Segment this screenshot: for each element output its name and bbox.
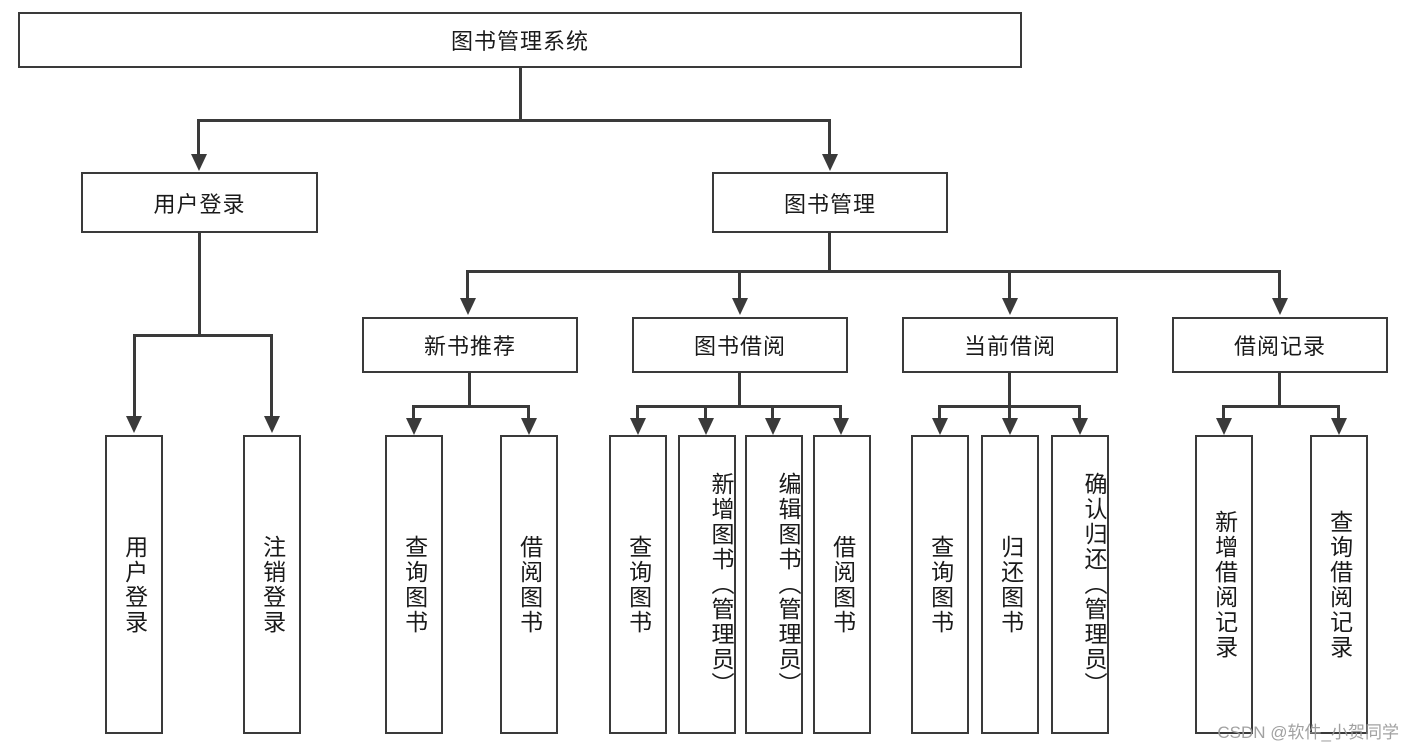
arrow-bookmgmt-to-l3c	[1002, 298, 1018, 315]
connector-bookmgmt-to-l3c	[1008, 270, 1011, 300]
arrow-borrowrecord-to-leaf2	[1331, 418, 1347, 435]
connector-root-stem	[519, 68, 522, 122]
leaf-new-book-borrow[interactable]: 借阅图书	[500, 435, 558, 734]
connector-currentborrow-stem	[1008, 373, 1011, 408]
leaf-book-borrow-borrow[interactable]: 借阅图书	[813, 435, 871, 734]
node-user-login[interactable]: 用户登录	[81, 172, 318, 233]
connector-newbook-bus	[412, 405, 530, 408]
leaf-current-borrow-return[interactable]: 归还图书	[981, 435, 1039, 734]
connector-root-bus	[197, 119, 830, 122]
arrow-newbook-to-leaf1	[406, 418, 422, 435]
arrow-newbook-to-leaf2	[521, 418, 537, 435]
leaf-book-borrow-edit[interactable]: 编辑图书（管理员）	[745, 435, 803, 734]
leaf-borrow-record-query[interactable]: 查询借阅记录	[1310, 435, 1368, 734]
node-new-book-recommend[interactable]: 新书推荐	[362, 317, 578, 373]
connector-borrowrecord-to-leaf1	[1222, 405, 1225, 422]
csdn-watermark: CSDN @软件_小贺同学	[1217, 723, 1399, 742]
connector-bookmgmt-to-l3a	[466, 270, 469, 300]
leaf-book-borrow-add[interactable]: 新增图书（管理员）	[678, 435, 736, 734]
connector-borrowrecord-bus	[1222, 405, 1340, 408]
connector-bookmgmt-stem	[828, 233, 831, 273]
leaf-current-borrow-query[interactable]: 查询图书	[911, 435, 969, 734]
connector-newbook-to-leaf2	[527, 405, 530, 422]
connector-bookmgmt-bus	[466, 270, 1280, 273]
leaf-user-login-logout[interactable]: 注销登录	[243, 435, 301, 734]
connector-root-to-userlogin	[197, 119, 200, 156]
connector-borrowrecord-stem	[1278, 373, 1281, 408]
arrow-currentborrow-to-leaf1	[932, 418, 948, 435]
arrow-bookborrow-to-leaf1	[630, 418, 646, 435]
leaf-current-borrow-confirm-return[interactable]: 确认归还（管理员）	[1051, 435, 1109, 734]
arrow-root-to-bookmgmt	[822, 154, 838, 171]
connector-bookborrow-bus	[636, 405, 842, 408]
leaf-book-borrow-query[interactable]: 查询图书	[609, 435, 667, 734]
leaf-borrow-record-add[interactable]: 新增借阅记录	[1195, 435, 1253, 734]
arrow-bookborrow-to-leaf3	[765, 418, 781, 435]
arrow-bookmgmt-to-l3d	[1272, 298, 1288, 315]
node-borrow-record[interactable]: 借阅记录	[1172, 317, 1388, 373]
arrow-root-to-userlogin	[191, 154, 207, 171]
connector-userlogin-to-leaf1	[133, 334, 136, 418]
arrow-currentborrow-to-leaf3	[1072, 418, 1088, 435]
leaf-new-book-query[interactable]: 查询图书	[385, 435, 443, 734]
connector-currentborrow-to-leaf1	[938, 405, 941, 422]
connector-newbook-to-leaf1	[412, 405, 415, 422]
arrow-bookmgmt-to-l3a	[460, 298, 476, 315]
node-root-system[interactable]: 图书管理系统	[18, 12, 1022, 68]
connector-root-to-bookmgmt	[828, 119, 831, 156]
node-current-borrow[interactable]: 当前借阅	[902, 317, 1118, 373]
arrow-currentborrow-to-leaf2	[1002, 418, 1018, 435]
arrow-bookborrow-to-leaf2	[698, 418, 714, 435]
connector-newbook-stem	[468, 373, 471, 408]
connector-userlogin-bus	[133, 334, 272, 337]
connector-bookmgmt-to-l3b	[738, 270, 741, 300]
connector-currentborrow-to-leaf2	[1008, 405, 1011, 422]
connector-borrowrecord-to-leaf2	[1337, 405, 1340, 422]
connector-bookborrow-to-leaf4	[839, 405, 842, 422]
node-book-management[interactable]: 图书管理	[712, 172, 948, 233]
connector-userlogin-to-leaf2	[270, 334, 273, 418]
connector-bookborrow-stem	[738, 373, 741, 408]
arrow-borrowrecord-to-leaf1	[1216, 418, 1232, 435]
arrow-userlogin-to-leaf2	[264, 416, 280, 433]
connector-bookborrow-to-leaf2	[704, 405, 707, 422]
arrow-userlogin-to-leaf1	[126, 416, 142, 433]
connector-bookborrow-to-leaf3	[771, 405, 774, 422]
node-book-borrow[interactable]: 图书借阅	[632, 317, 848, 373]
connector-bookmgmt-to-l3d	[1278, 270, 1281, 300]
connector-userlogin-stem	[198, 233, 201, 337]
connector-currentborrow-to-leaf3	[1078, 405, 1081, 422]
connector-bookborrow-to-leaf1	[636, 405, 639, 422]
arrow-bookborrow-to-leaf4	[833, 418, 849, 435]
leaf-user-login-login[interactable]: 用户登录	[105, 435, 163, 734]
arrow-bookmgmt-to-l3b	[732, 298, 748, 315]
